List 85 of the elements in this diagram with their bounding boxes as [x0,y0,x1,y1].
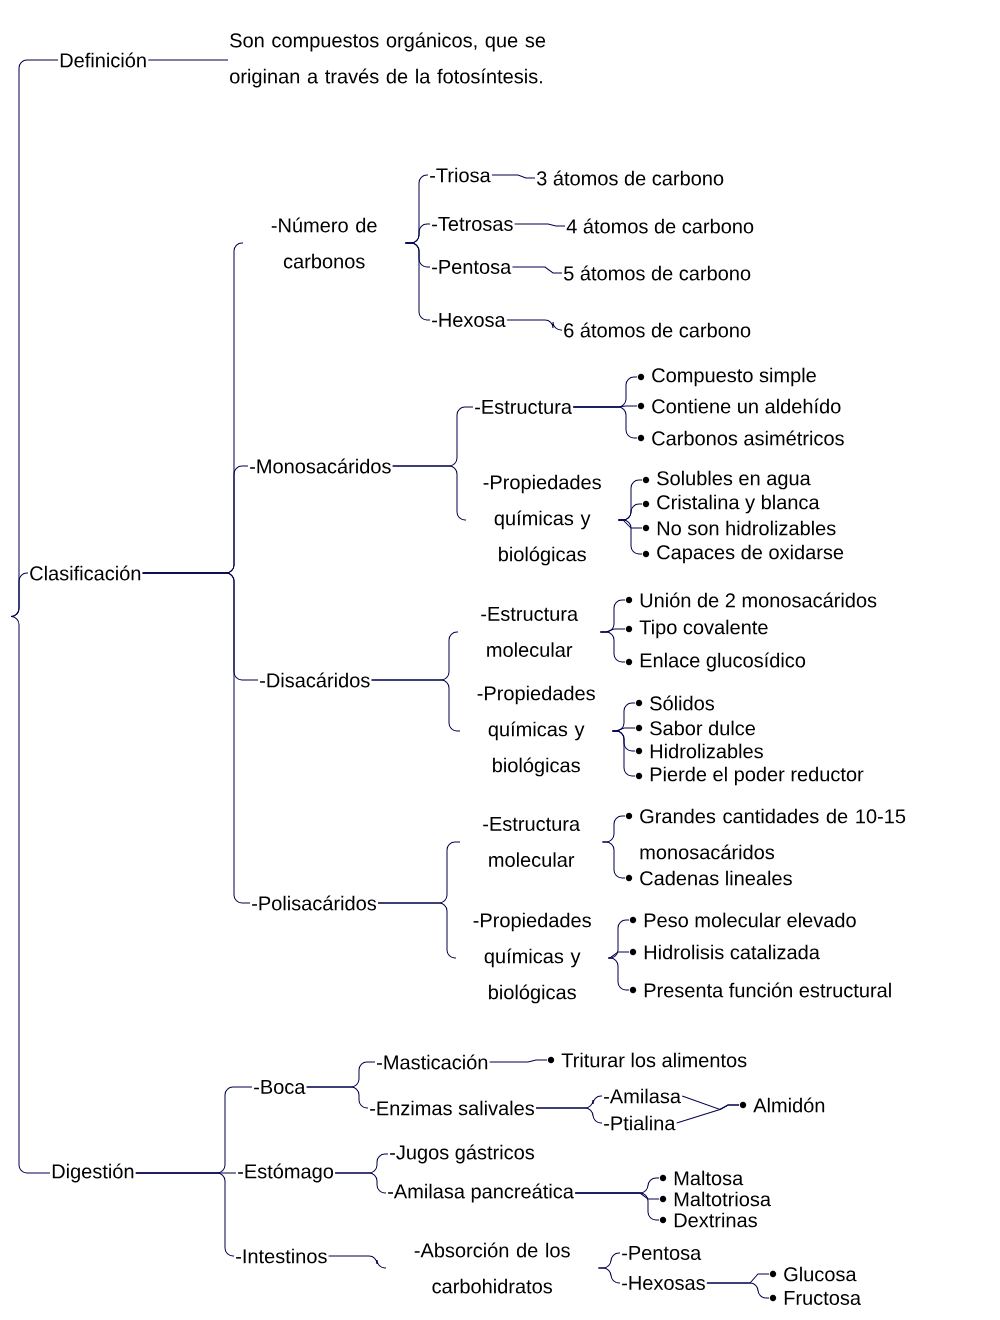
term-label: -Estómago [238,1163,334,1183]
term-label: -Propiedades químicas y biológicas [477,685,595,777]
connector [676,1104,740,1124]
bullet-item: Contiene un aldehído [637,398,841,414]
connector [597,1267,621,1284]
bullet-item: Glucosa [769,1266,857,1282]
term-label: -Pentosa [622,1246,702,1260]
term-label: -Hexosa [432,313,506,327]
term-label: Digestión [52,1163,134,1183]
node-label: Almidón [753,1097,825,1113]
bullet-item: Cristalina y blanca [642,494,820,514]
bullet-item: Triturar los alimentos [547,1052,747,1068]
bullet-item: Hidrolisis catalizada [629,944,820,960]
connector [142,572,251,904]
term-label: -Boca [254,1080,306,1094]
bullet-item: Pierde el poder reductor [635,766,864,786]
bullet-item: Grandes cantidades de 10-15 monosacáridos [625,808,906,860]
term-label: -Monosacáridos [250,458,391,474]
term-label: 3 átomos de carbono [536,170,724,186]
term-label: -Estructura [475,400,572,414]
bullet-item: Enlace glucosídico [625,652,806,672]
term-label: 5 átomos de carbono [564,265,751,281]
connector [511,266,563,274]
term-label: -Número de carbonos [271,217,377,269]
bullet-item: Unión de 2 monosacáridos [625,592,877,608]
term-label: Clasificación [30,565,141,581]
term-label: -Jugos gástricos [390,1144,535,1164]
term-label: 6 átomos de carbono [564,322,751,338]
term-label: 4 átomos de carbono [566,218,754,234]
connector [334,1172,387,1194]
bullet-item: Presenta función estructural [629,982,891,998]
bullet-item: Capaces de oxidarse [642,544,844,564]
connector [574,1192,660,1221]
connector [491,174,536,179]
bullet-item: Maltotriosa [659,1191,771,1207]
connector [328,1255,387,1269]
bullet-item: Sabor dulce [635,720,755,736]
term-label: -Polisacáridos [252,895,377,911]
term-label: -Ptialina [604,1115,676,1131]
term-label: -Masticación [377,1054,488,1070]
term-label: -Hexosas [622,1276,705,1290]
bullet-item: Compuesto simple [637,367,816,387]
term-label: -Enzimas salivales [370,1100,535,1116]
bullet-item: Cadenas lineales [625,870,792,886]
node-label: Dextrinas [674,1212,757,1228]
connector [706,1282,770,1299]
term-label: -Disacáridos [260,672,370,688]
term-label: -Estructura molecular [481,607,579,657]
connector [535,1107,603,1124]
term-label: -Propiedades químicas y biológicas [473,912,591,1004]
term-label: -Estructura molecular [483,817,581,867]
term-label: -Intestinos [236,1248,327,1264]
bullet-item: Almidón [739,1097,825,1113]
bullet-item: Hidrolizables [635,743,763,759]
connector [10,616,51,1174]
node-label: Fructosa [784,1291,861,1305]
connector [147,59,229,61]
connector [617,519,643,555]
connector [306,1086,369,1109]
term-label: Definición [60,52,146,68]
bullet-item: Peso molecular elevado [629,912,856,928]
bullet-item: No son hidrolizables [642,520,836,536]
bullet-item: Carbonos asimétricos [637,430,844,446]
term-label: -Amilasa [604,1088,681,1104]
bullet-item: Fructosa [769,1291,861,1305]
bullet-item: Solubles en agua [642,470,811,490]
term-label: -Triosa [430,167,491,183]
term-label: Son compuestos orgánicos, que se originan a través de la fotosíntesis. [230,32,546,88]
connector [611,730,636,777]
term-label: -Propiedades químicas y biológicas [483,474,601,566]
node-label: Glucosa [784,1266,857,1282]
bullet-item: Tipo covalente [625,619,768,639]
connector [489,1059,548,1063]
connector [506,319,563,331]
node-label: Maltosa [674,1170,744,1186]
term-label: -Tetrosas [432,217,513,231]
bullet-item: Dextrinas [659,1212,757,1228]
connector [514,223,566,227]
term-label: -Pentosa [432,260,512,274]
term-label: -Amilasa pancreática [388,1183,574,1203]
bullet-item: Sólidos [635,695,715,711]
connector [10,572,29,617]
term-label: -Absorción de los carbohidratos [414,1242,570,1294]
node-label: Sólidos [650,695,715,711]
bullet-item: Maltosa [659,1170,744,1186]
